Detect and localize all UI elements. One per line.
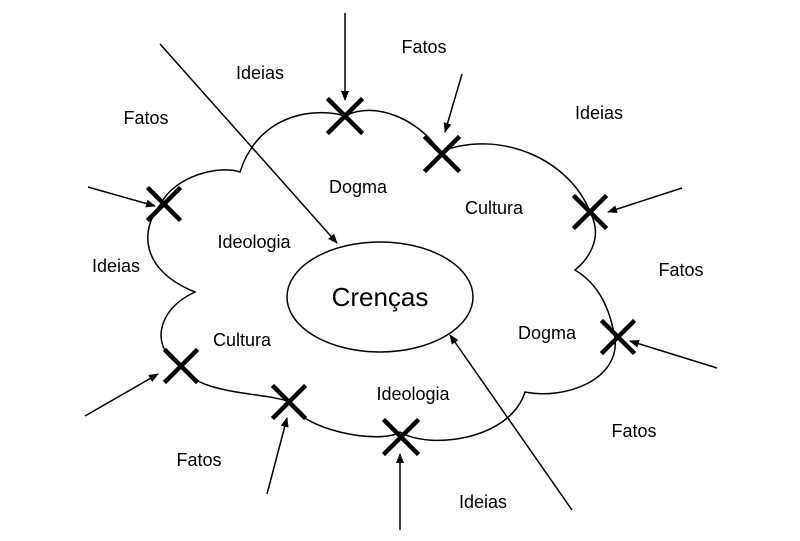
outer-label-ideias-top-right: Ideias <box>575 103 623 123</box>
outer-label-fatos-bottom-left: Fatos <box>176 450 221 470</box>
outer-label-ideias-bottom: Ideias <box>459 492 507 512</box>
center-ellipse <box>286 241 474 353</box>
cross-mark <box>162 347 200 385</box>
arrow-bottom-left <box>266 417 289 495</box>
blocked-marks <box>145 96 637 457</box>
arrow-right-upper <box>607 187 683 214</box>
inner-label-ideologia-left: Ideologia <box>217 232 291 252</box>
cross-mark <box>325 96 365 136</box>
outer-label-fatos-bottom-right: Fatos <box>611 421 656 441</box>
inner-label-dogma-top: Dogma <box>329 177 388 197</box>
arrow-left-upper <box>87 186 156 208</box>
inner-label-dogma-right: Dogma <box>518 323 577 343</box>
arrow-left-lower <box>84 373 159 417</box>
outer-label-ideias-top: Ideias <box>236 63 284 83</box>
arrow-top-right <box>443 73 463 133</box>
cross-mark <box>381 417 421 457</box>
arrow-diagonal-top-left <box>159 43 338 244</box>
cross-mark <box>270 383 308 421</box>
cross-mark <box>571 193 609 231</box>
outer-label-ideias-left: Ideias <box>92 256 140 276</box>
outer-label-fatos-left: Fatos <box>123 108 168 128</box>
inner-label-cultura-top: Cultura <box>465 198 524 218</box>
cross-mark <box>422 134 462 174</box>
cross-mark <box>599 318 637 356</box>
arrow-right-lower <box>629 339 718 369</box>
inner-label-cultura-bottom: Cultura <box>213 330 272 350</box>
cross-mark <box>145 185 183 223</box>
arrow-diagonal-bottom-right <box>449 334 573 511</box>
inner-label-ideologia-bottom: Ideologia <box>376 384 450 404</box>
outer-label-fatos-top: Fatos <box>401 37 446 57</box>
center-label: Crenças <box>332 282 429 312</box>
outer-label-fatos-right: Fatos <box>658 260 703 280</box>
